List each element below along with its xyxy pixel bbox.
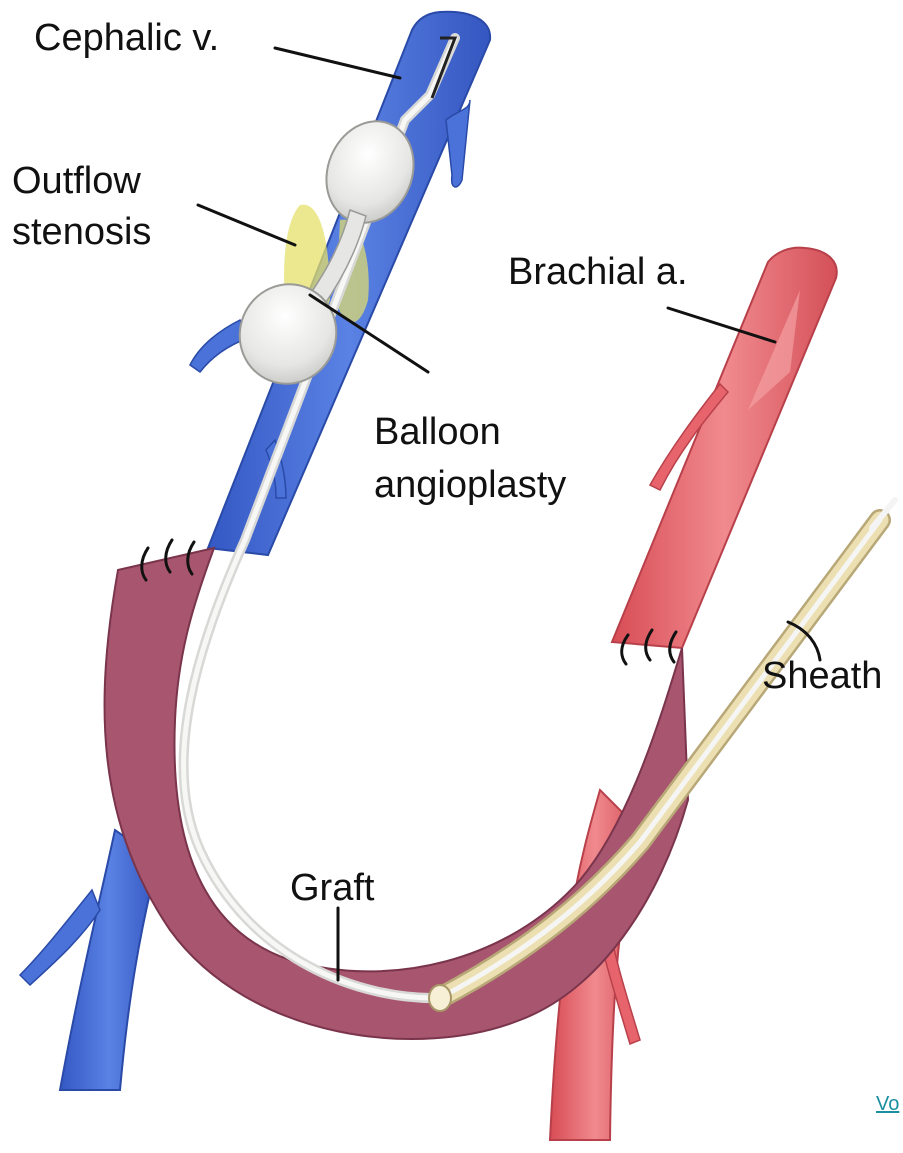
label-outflow-stenosis-line2: stenosis xyxy=(12,211,151,253)
label-graft: Graft xyxy=(290,867,375,909)
label-sheath: Sheath xyxy=(762,655,882,697)
label-brachial-artery: Brachial a. xyxy=(508,251,688,293)
outflow-stenosis-leader xyxy=(198,205,295,245)
cephalic-vein-leader xyxy=(275,48,400,78)
label-balloon-line2: angioplasty xyxy=(374,464,566,506)
label-balloon-line1: Balloon xyxy=(374,411,501,453)
corner-link[interactable]: Vo xyxy=(876,1093,903,1116)
label-cephalic-vein: Cephalic v. xyxy=(34,17,219,59)
label-outflow-stenosis-line1: Outflow xyxy=(12,160,141,202)
